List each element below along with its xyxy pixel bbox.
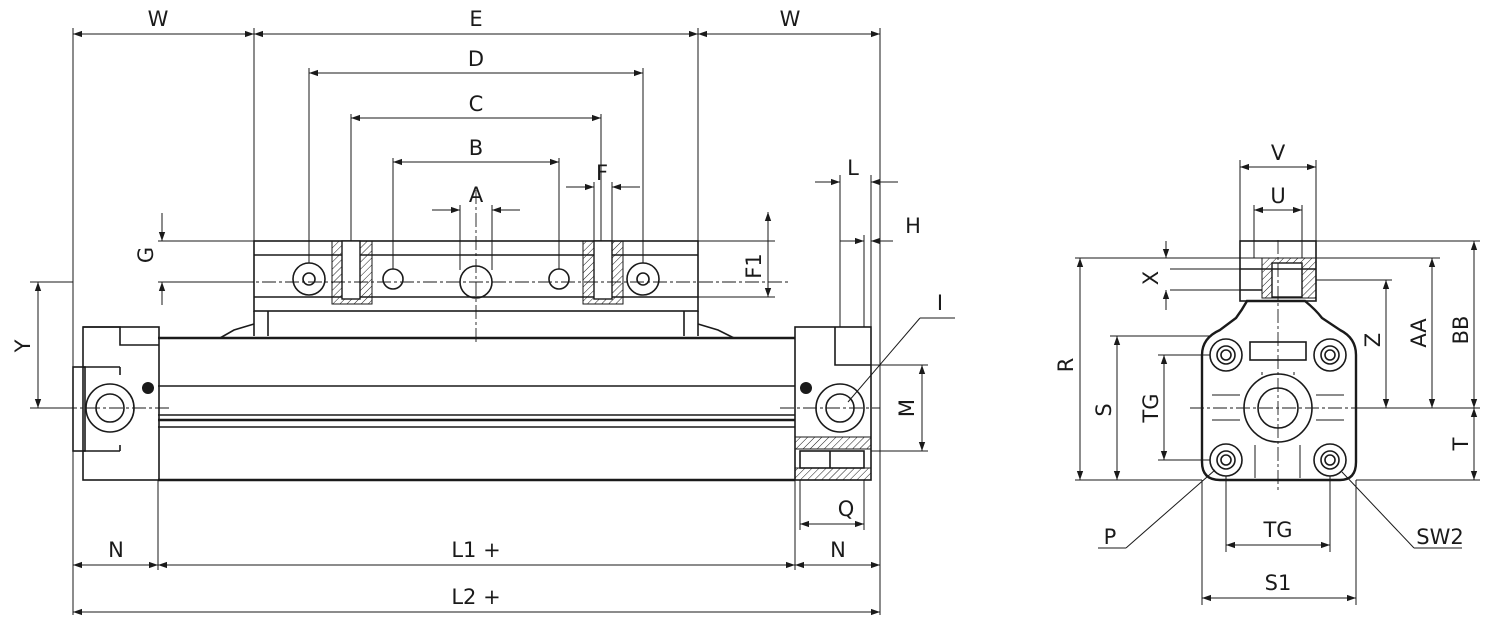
label-sw2: SW2 (1416, 525, 1463, 549)
label-tg-vertical: TG (1139, 393, 1163, 423)
label-d: D (468, 47, 484, 71)
label-f1: F1 (742, 253, 766, 278)
label-z: Z (1361, 333, 1385, 347)
tie-rod-bottom-right (1313, 443, 1347, 477)
label-b: B (469, 136, 483, 160)
label-r: R (1054, 358, 1078, 373)
carriage-hole-left (292, 262, 326, 296)
extension-lines-side (30, 28, 928, 615)
end-view-top-block (1239, 240, 1317, 302)
label-m: M (895, 399, 919, 417)
label-l: L (847, 156, 859, 180)
label-e: E (469, 7, 482, 31)
thread-section-right (582, 240, 624, 305)
end-view-labels: V U X R Z AA BB S TG T P TG SW2 S1 (1054, 141, 1473, 595)
label-aa: AA (1407, 318, 1431, 348)
label-v: V (1271, 141, 1286, 165)
label-s: S (1092, 403, 1116, 416)
label-y: Y (11, 339, 35, 353)
side-view: W E W D C B F A G F1 L H Y I M Q N L1 + … (11, 7, 955, 616)
thread-section-left (331, 240, 373, 305)
carriage-block (216, 240, 735, 339)
label-q: Q (838, 497, 855, 521)
label-bb: BB (1449, 316, 1473, 345)
tie-rod-top-right (1313, 338, 1347, 372)
label-x: X (1139, 271, 1163, 285)
dimension-lines-side (34, 30, 955, 616)
label-c: C (469, 92, 484, 116)
label-w-right: W (780, 7, 801, 31)
label-w-left: W (148, 7, 169, 31)
label-a: A (469, 183, 484, 207)
dimension-lines-end (1076, 163, 1478, 602)
label-s1: S1 (1265, 571, 1292, 595)
label-tg-horizontal: TG (1262, 518, 1292, 542)
label-g: G (134, 247, 158, 263)
end-view-profile (1200, 299, 1358, 482)
label-l2: L2 + (451, 585, 500, 609)
label-l1: L1 + (451, 538, 500, 562)
end-cap-right (794, 326, 872, 481)
cylinder-barrel (158, 336, 795, 482)
carriage-hole-right (626, 262, 660, 296)
extension-lines-end (1075, 160, 1480, 605)
tie-rod-bottom-left (1209, 443, 1243, 477)
label-n-left: N (108, 538, 124, 562)
label-h: H (905, 214, 921, 238)
label-i: I (937, 291, 943, 315)
label-p: P (1104, 525, 1117, 549)
end-cap-left (72, 326, 160, 481)
label-f: F (596, 161, 608, 185)
label-u: U (1270, 184, 1285, 208)
label-t: T (1449, 437, 1473, 451)
end-view: V U X R Z AA BB S TG T P TG SW2 S1 (1054, 141, 1480, 605)
label-n-right: N (830, 538, 846, 562)
tie-rod-top-left (1209, 338, 1243, 372)
side-view-labels: W E W D C B F A G F1 L H Y I M Q N L1 + … (11, 7, 943, 609)
